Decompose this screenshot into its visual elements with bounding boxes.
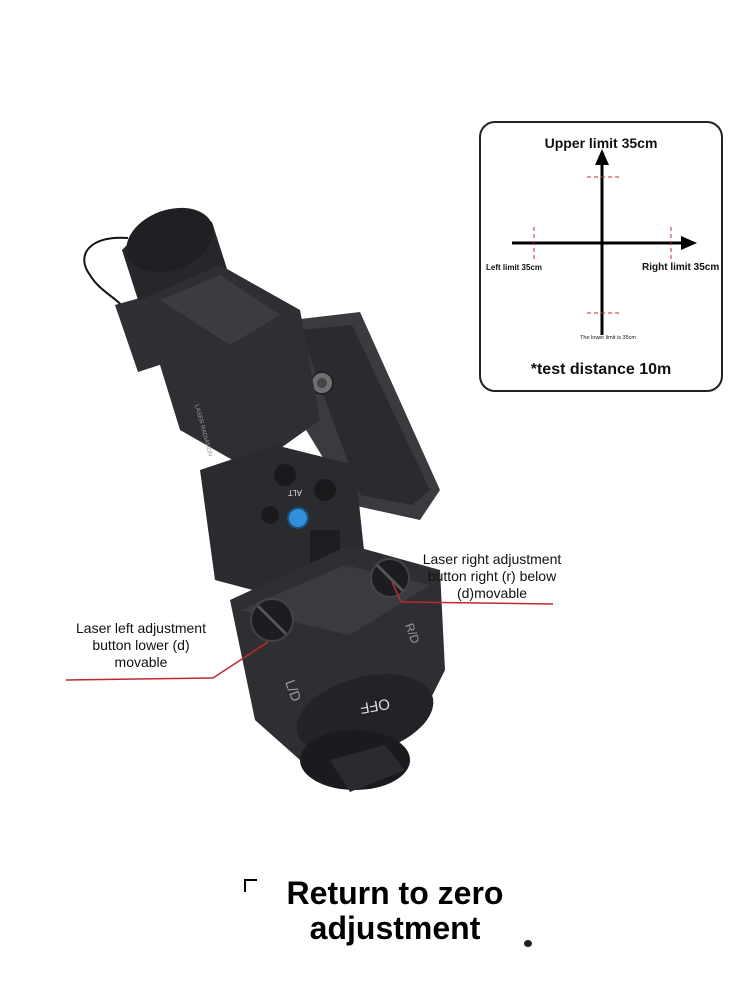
- upper-limit-label: Upper limit 35cm: [544, 135, 658, 151]
- right-adjustment-callout: Laser right adjustment button right (r) …: [422, 551, 562, 601]
- page-title: Return to zero adjustment: [286, 875, 504, 946]
- limit-diagram: Upper limit 35cm Left limit 35cm Right l…: [479, 121, 723, 392]
- corner-mark: [244, 879, 257, 892]
- adjust-screw-top-2: [314, 479, 336, 501]
- lower-limit-label: The lower limit is 35cm: [580, 335, 636, 341]
- right-limit-label: Right limit 35cm: [642, 262, 720, 273]
- crosshair-diagram: [512, 149, 697, 335]
- callout-line-left: [65, 677, 214, 681]
- bottom-rail: [330, 745, 405, 792]
- blue-knob: [287, 507, 309, 529]
- left-adjustment-callout: Laser left adjustment button lower (d) m…: [76, 620, 206, 670]
- test-distance-label: *test distance 10m: [530, 361, 672, 378]
- right-arrow-icon: [681, 236, 697, 250]
- decorative-dot: [524, 940, 532, 947]
- left-limit-label: Left limit 35cm: [486, 263, 543, 272]
- svg-text:L/D: L/D: [282, 678, 304, 704]
- svg-text:R/D: R/D: [402, 621, 422, 646]
- off-marking: OFF: [359, 695, 391, 717]
- alt-marking: ALT: [288, 488, 302, 497]
- up-arrow-icon: [595, 149, 609, 165]
- lanyard-cord: [83, 236, 129, 311]
- callout-line-right: [400, 601, 554, 605]
- adjust-screw-top-1: [274, 464, 296, 486]
